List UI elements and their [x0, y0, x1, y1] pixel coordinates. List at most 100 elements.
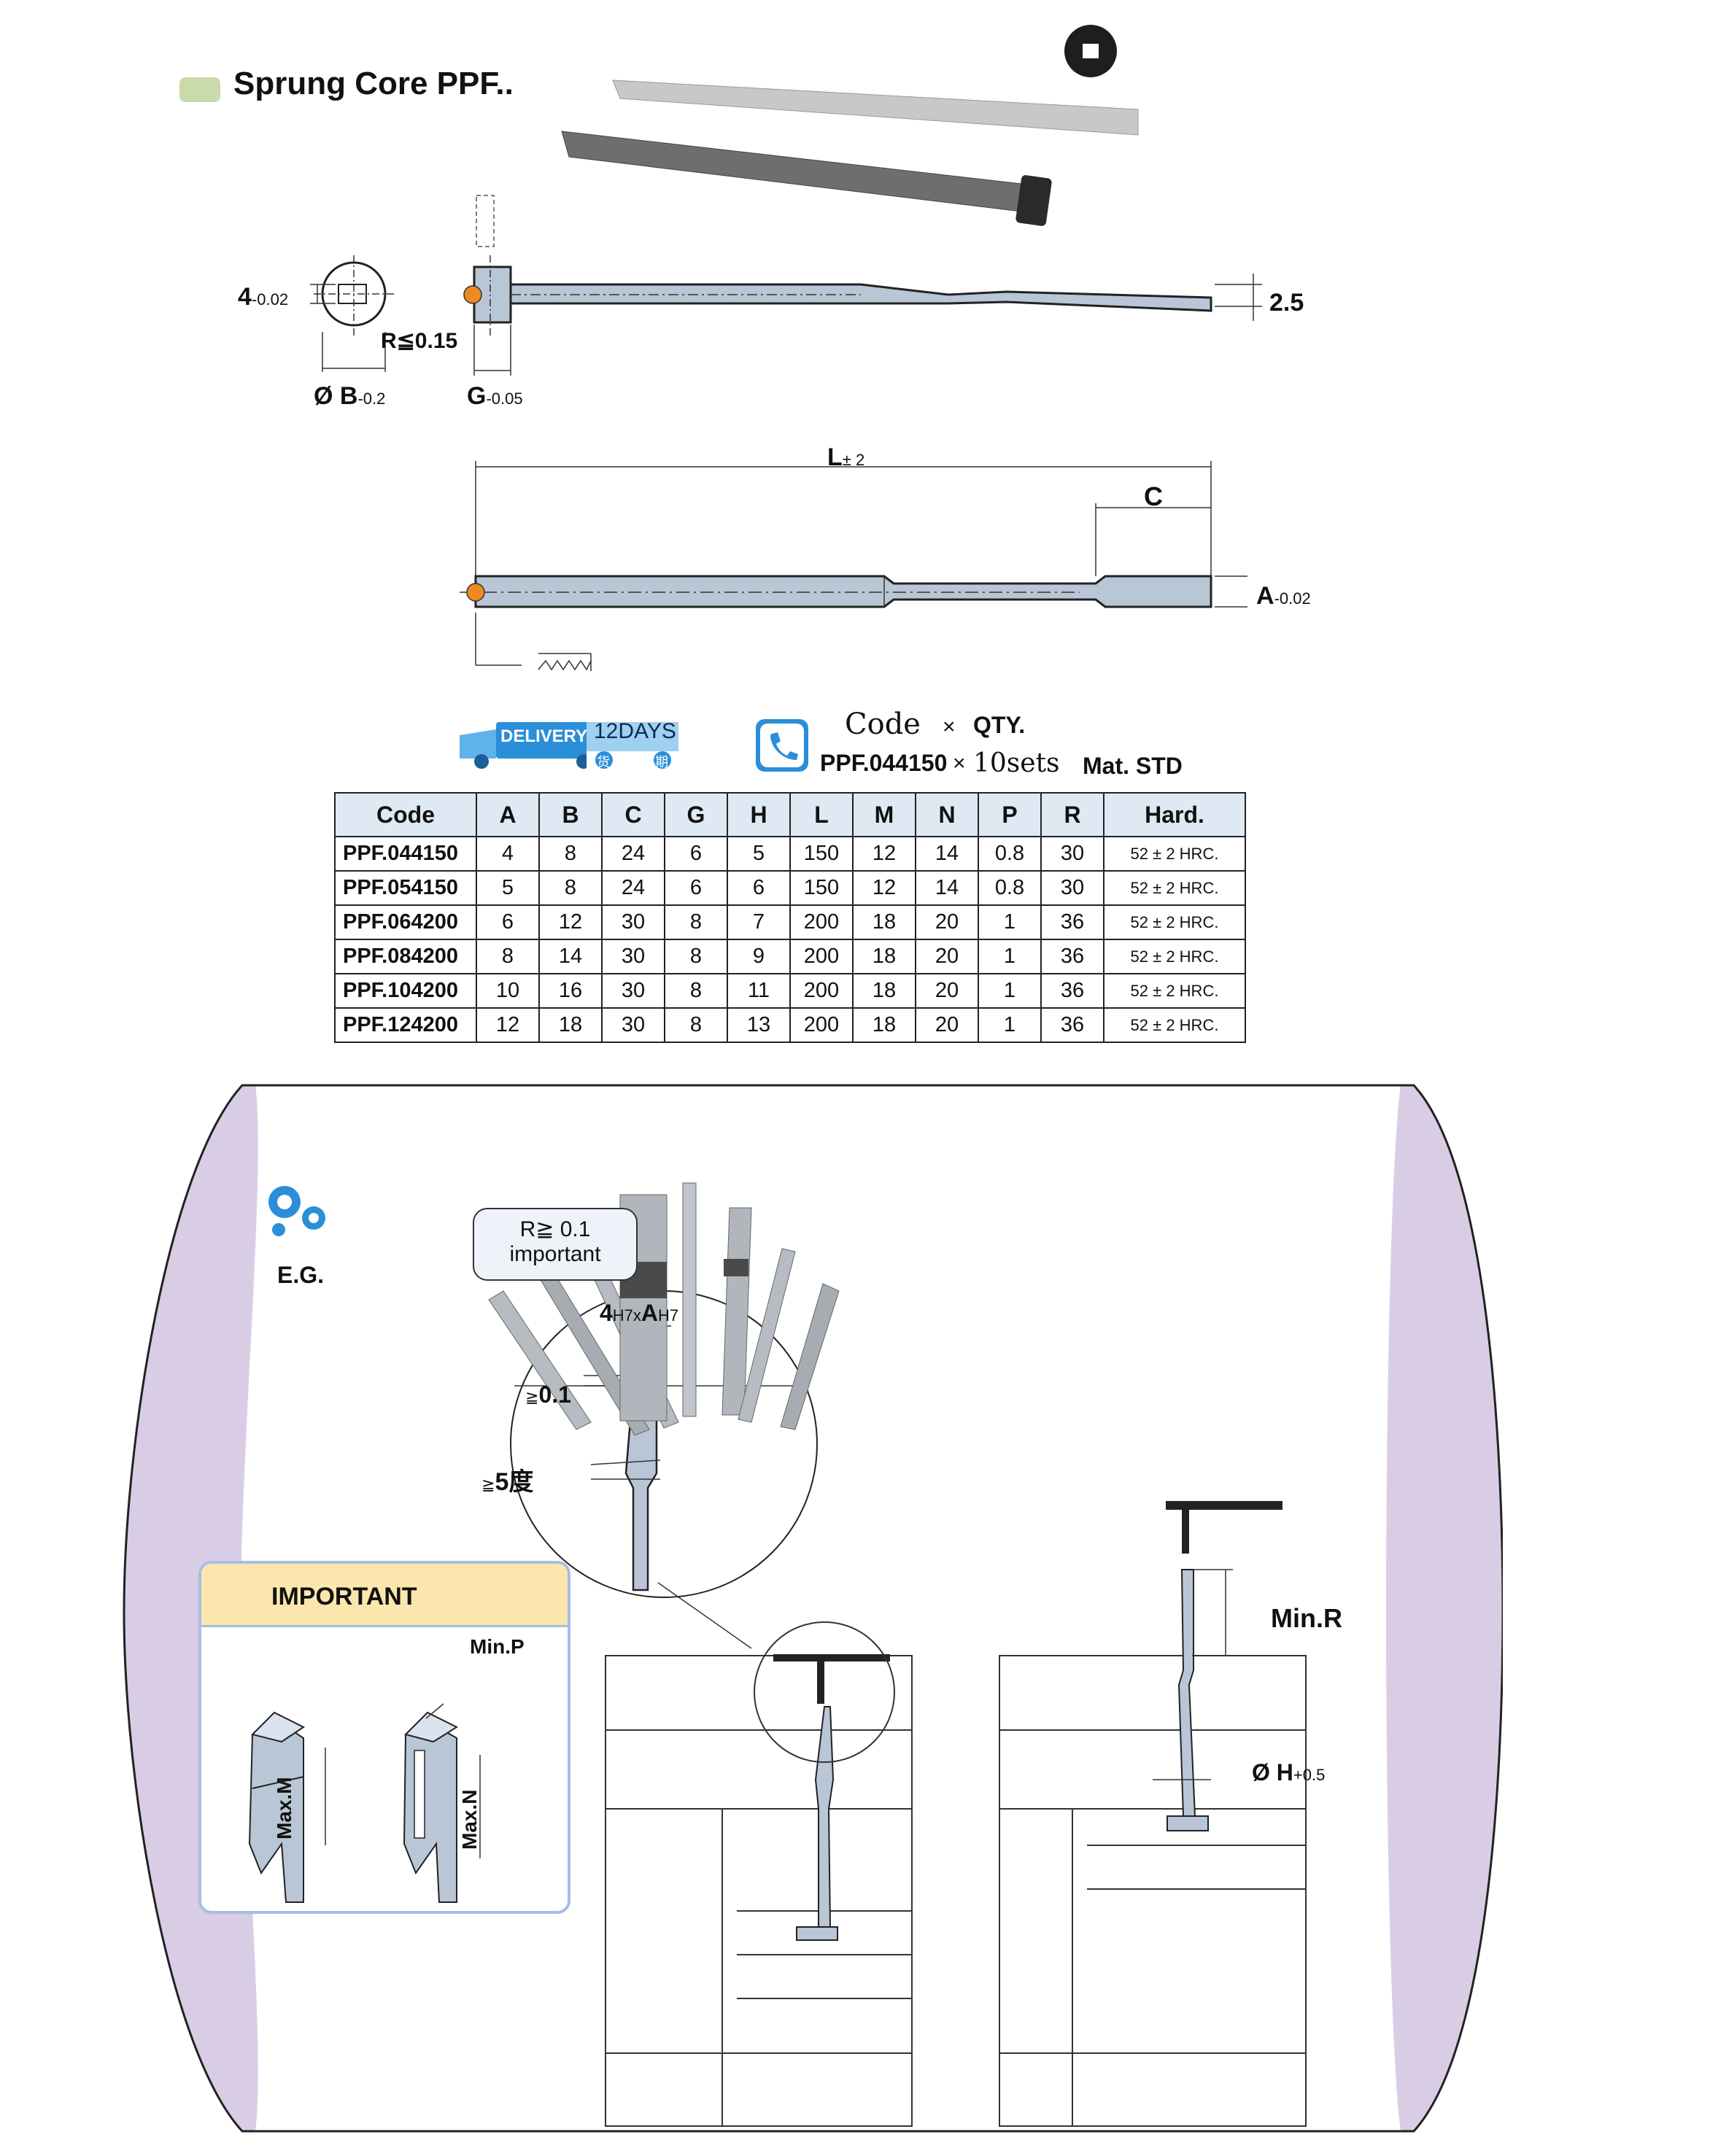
delivery-label: DELIVERY — [500, 726, 588, 746]
table-cell: 14 — [915, 836, 979, 872]
table-cell: 6 — [664, 870, 728, 906]
order-example-code: PPF.044150 — [820, 750, 948, 776]
table-cell: 18 — [852, 973, 916, 1009]
max-n-label: Max.N — [458, 1789, 481, 1850]
table-cell: 30 — [1040, 836, 1104, 872]
dim-2-5: 2.5 — [1269, 289, 1304, 317]
min-p-label: Min.P — [470, 1635, 525, 1658]
table-cell: 18 — [852, 1007, 916, 1043]
table-cell: 5 — [727, 836, 791, 872]
table-cell: 8 — [664, 1007, 728, 1043]
table-cell: 24 — [601, 836, 665, 872]
order-qty-label: QTY. — [973, 712, 1026, 738]
spec-table: Code A B C G H L M N P R Hard. PPF.04415… — [334, 792, 1246, 1043]
table-cell: 20 — [915, 939, 979, 974]
datum-dot — [463, 285, 482, 304]
dim-g: G-0.05 — [467, 382, 523, 410]
row-code-cell: PPF.104200 — [334, 973, 477, 1009]
row-code-cell: PPF.064200 — [334, 904, 477, 940]
product-photo — [561, 25, 1139, 226]
table-cell: 30 — [1040, 870, 1104, 906]
important-title: IMPORTANT — [271, 1583, 417, 1610]
order-example-qty: 10sets — [973, 748, 1060, 778]
table-cell: 4 — [476, 836, 540, 872]
col-r: R — [1040, 792, 1104, 837]
page-title: Sprung Core PPF.. — [233, 66, 514, 101]
note-callout: R≧ 0.1 important — [473, 1208, 638, 1281]
table-cell: 6 — [476, 904, 540, 940]
table-cell: 1 — [978, 939, 1042, 974]
title-marker — [179, 77, 220, 102]
table-cell: 24 — [601, 870, 665, 906]
table-cell: 8 — [664, 973, 728, 1009]
important-header: IMPORTANT — [201, 1564, 568, 1627]
table-cell: 20 — [915, 973, 979, 1009]
col-g: G — [664, 792, 728, 837]
order-code-label: Code — [845, 707, 921, 741]
table-cell: 200 — [789, 1007, 854, 1043]
gears-icon — [268, 1186, 325, 1236]
table-cell: 150 — [789, 836, 854, 872]
table-cell: 30 — [601, 973, 665, 1009]
dim-4: 4-0.02 — [238, 283, 289, 311]
table-cell: 30 — [601, 904, 665, 940]
table-cell: 1 — [978, 973, 1042, 1009]
table-cell: 30 — [601, 1007, 665, 1043]
table-cell: 12 — [476, 1007, 540, 1043]
photo-flat-pin — [612, 80, 1139, 136]
pin-body-side — [509, 283, 1212, 312]
fit-label: 4H7xAH7 — [600, 1300, 679, 1326]
min-r-label: Min.R — [1271, 1603, 1342, 1633]
table-cell: 6 — [664, 836, 728, 872]
row-code-cell: PPF.084200 — [334, 939, 477, 974]
table-cell: 36 — [1040, 939, 1104, 974]
table-cell: 6 — [727, 870, 791, 906]
table-cell: 52 ± 2 HRC. — [1103, 1007, 1246, 1043]
table-cell: 200 — [789, 904, 854, 940]
dim-h: Ø H+0.5 — [1252, 1759, 1326, 1785]
mold-section-right — [999, 1501, 1307, 2127]
table-cell: 1 — [978, 904, 1042, 940]
order-times-1: × — [943, 715, 956, 739]
table-cell: 9 — [727, 939, 791, 974]
important-box: IMPORTANT Max.M Max.N Min.P — [198, 1561, 570, 1914]
table-cell: 12 — [852, 870, 916, 906]
table-cell: 18 — [538, 1007, 603, 1043]
table-cell: 0.8 — [978, 870, 1042, 906]
table-cell: 8 — [476, 939, 540, 974]
table-cell: 18 — [852, 939, 916, 974]
drawing-front-view — [460, 461, 1247, 671]
dim-l: L± 2 — [827, 443, 865, 471]
table-cell: 8 — [538, 870, 603, 906]
col-c: C — [601, 792, 665, 837]
drawing-top-view — [310, 195, 1262, 376]
table-cell: 30 — [601, 939, 665, 974]
row-code-cell: PPF.054150 — [334, 870, 477, 906]
table-cell: 5 — [476, 870, 540, 906]
row-code-cell: PPF.044150 — [334, 836, 477, 872]
table-cell: 20 — [915, 1007, 979, 1043]
days-label: 12DAYS — [594, 719, 676, 743]
table-cell: 200 — [789, 973, 854, 1009]
table-header-row: Code A B C G H L M N P R Hard. — [334, 792, 1246, 837]
table-cell: 52 ± 2 HRC. — [1103, 973, 1246, 1009]
table-cell: 8 — [664, 939, 728, 974]
material-label: Mat. STD — [1083, 753, 1183, 779]
table-cell: 150 — [789, 870, 854, 906]
table-cell: 8 — [538, 836, 603, 872]
table-cell: 12 — [538, 904, 603, 940]
col-b: B — [538, 792, 603, 837]
max-m-label: Max.M — [273, 1777, 295, 1839]
order-times-2: × — [953, 751, 966, 775]
dim-r: R≦0.15 — [381, 329, 458, 353]
table-cell: 36 — [1040, 904, 1104, 940]
table-cell: 7 — [727, 904, 791, 940]
table-cell: 0.8 — [978, 836, 1042, 872]
dim-b: Ø B-0.2 — [314, 382, 386, 410]
dim-0-1: ≧0.1 — [525, 1381, 571, 1408]
table-cell: 36 — [1040, 1007, 1104, 1043]
table-cell: 52 ± 2 HRC. — [1103, 870, 1246, 906]
table-cell: 1 — [978, 1007, 1042, 1043]
